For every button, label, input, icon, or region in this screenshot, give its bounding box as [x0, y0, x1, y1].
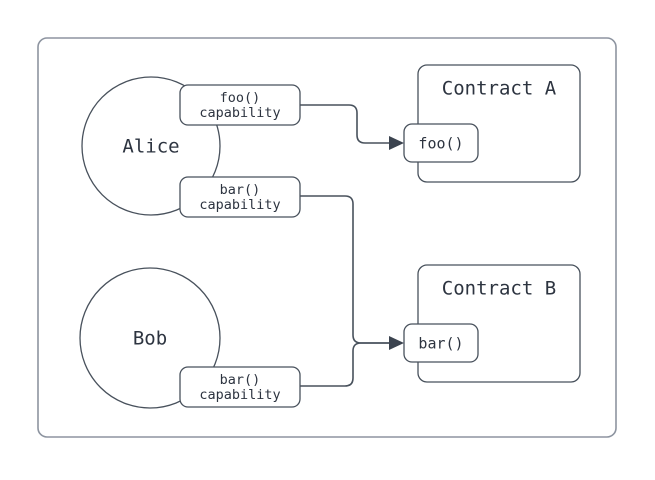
contract-a-method-label: foo(): [418, 135, 463, 153]
actor-label-alice: Alice: [122, 136, 179, 158]
connector-alice-bar-to-contract-b: [299, 195, 390, 344]
contract-a-title: Contract A: [442, 78, 557, 100]
capability-box-alice-bar[interactable]: [179, 176, 301, 218]
capability-box-alice-foo[interactable]: [179, 84, 301, 126]
contract-b-method-label: bar(): [418, 335, 463, 353]
capability-alice-bar-line2: capability: [199, 197, 280, 213]
capability-alice-foo-line2: capability: [199, 105, 280, 121]
contract-b-method-box[interactable]: [403, 323, 479, 363]
capability-alice-foo-line1: foo(): [220, 90, 261, 106]
capability-bob-bar-line1: bar(): [220, 372, 261, 388]
capability-alice-bar-line1: bar(): [220, 182, 261, 198]
actor-label-bob: Bob: [133, 328, 167, 350]
contract-b-title: Contract B: [442, 278, 556, 300]
capability-bob-bar-line2: capability: [199, 387, 280, 403]
connector-alice-foo-to-contract-a: [299, 104, 390, 144]
contract-a-method-box[interactable]: [403, 123, 479, 163]
arrowhead-contract-a-foo: [389, 136, 404, 150]
connector-bob-bar-to-contract-b: [299, 342, 390, 387]
arrowhead-contract-b-bar: [389, 336, 404, 350]
capability-box-bob-bar[interactable]: [179, 366, 301, 408]
